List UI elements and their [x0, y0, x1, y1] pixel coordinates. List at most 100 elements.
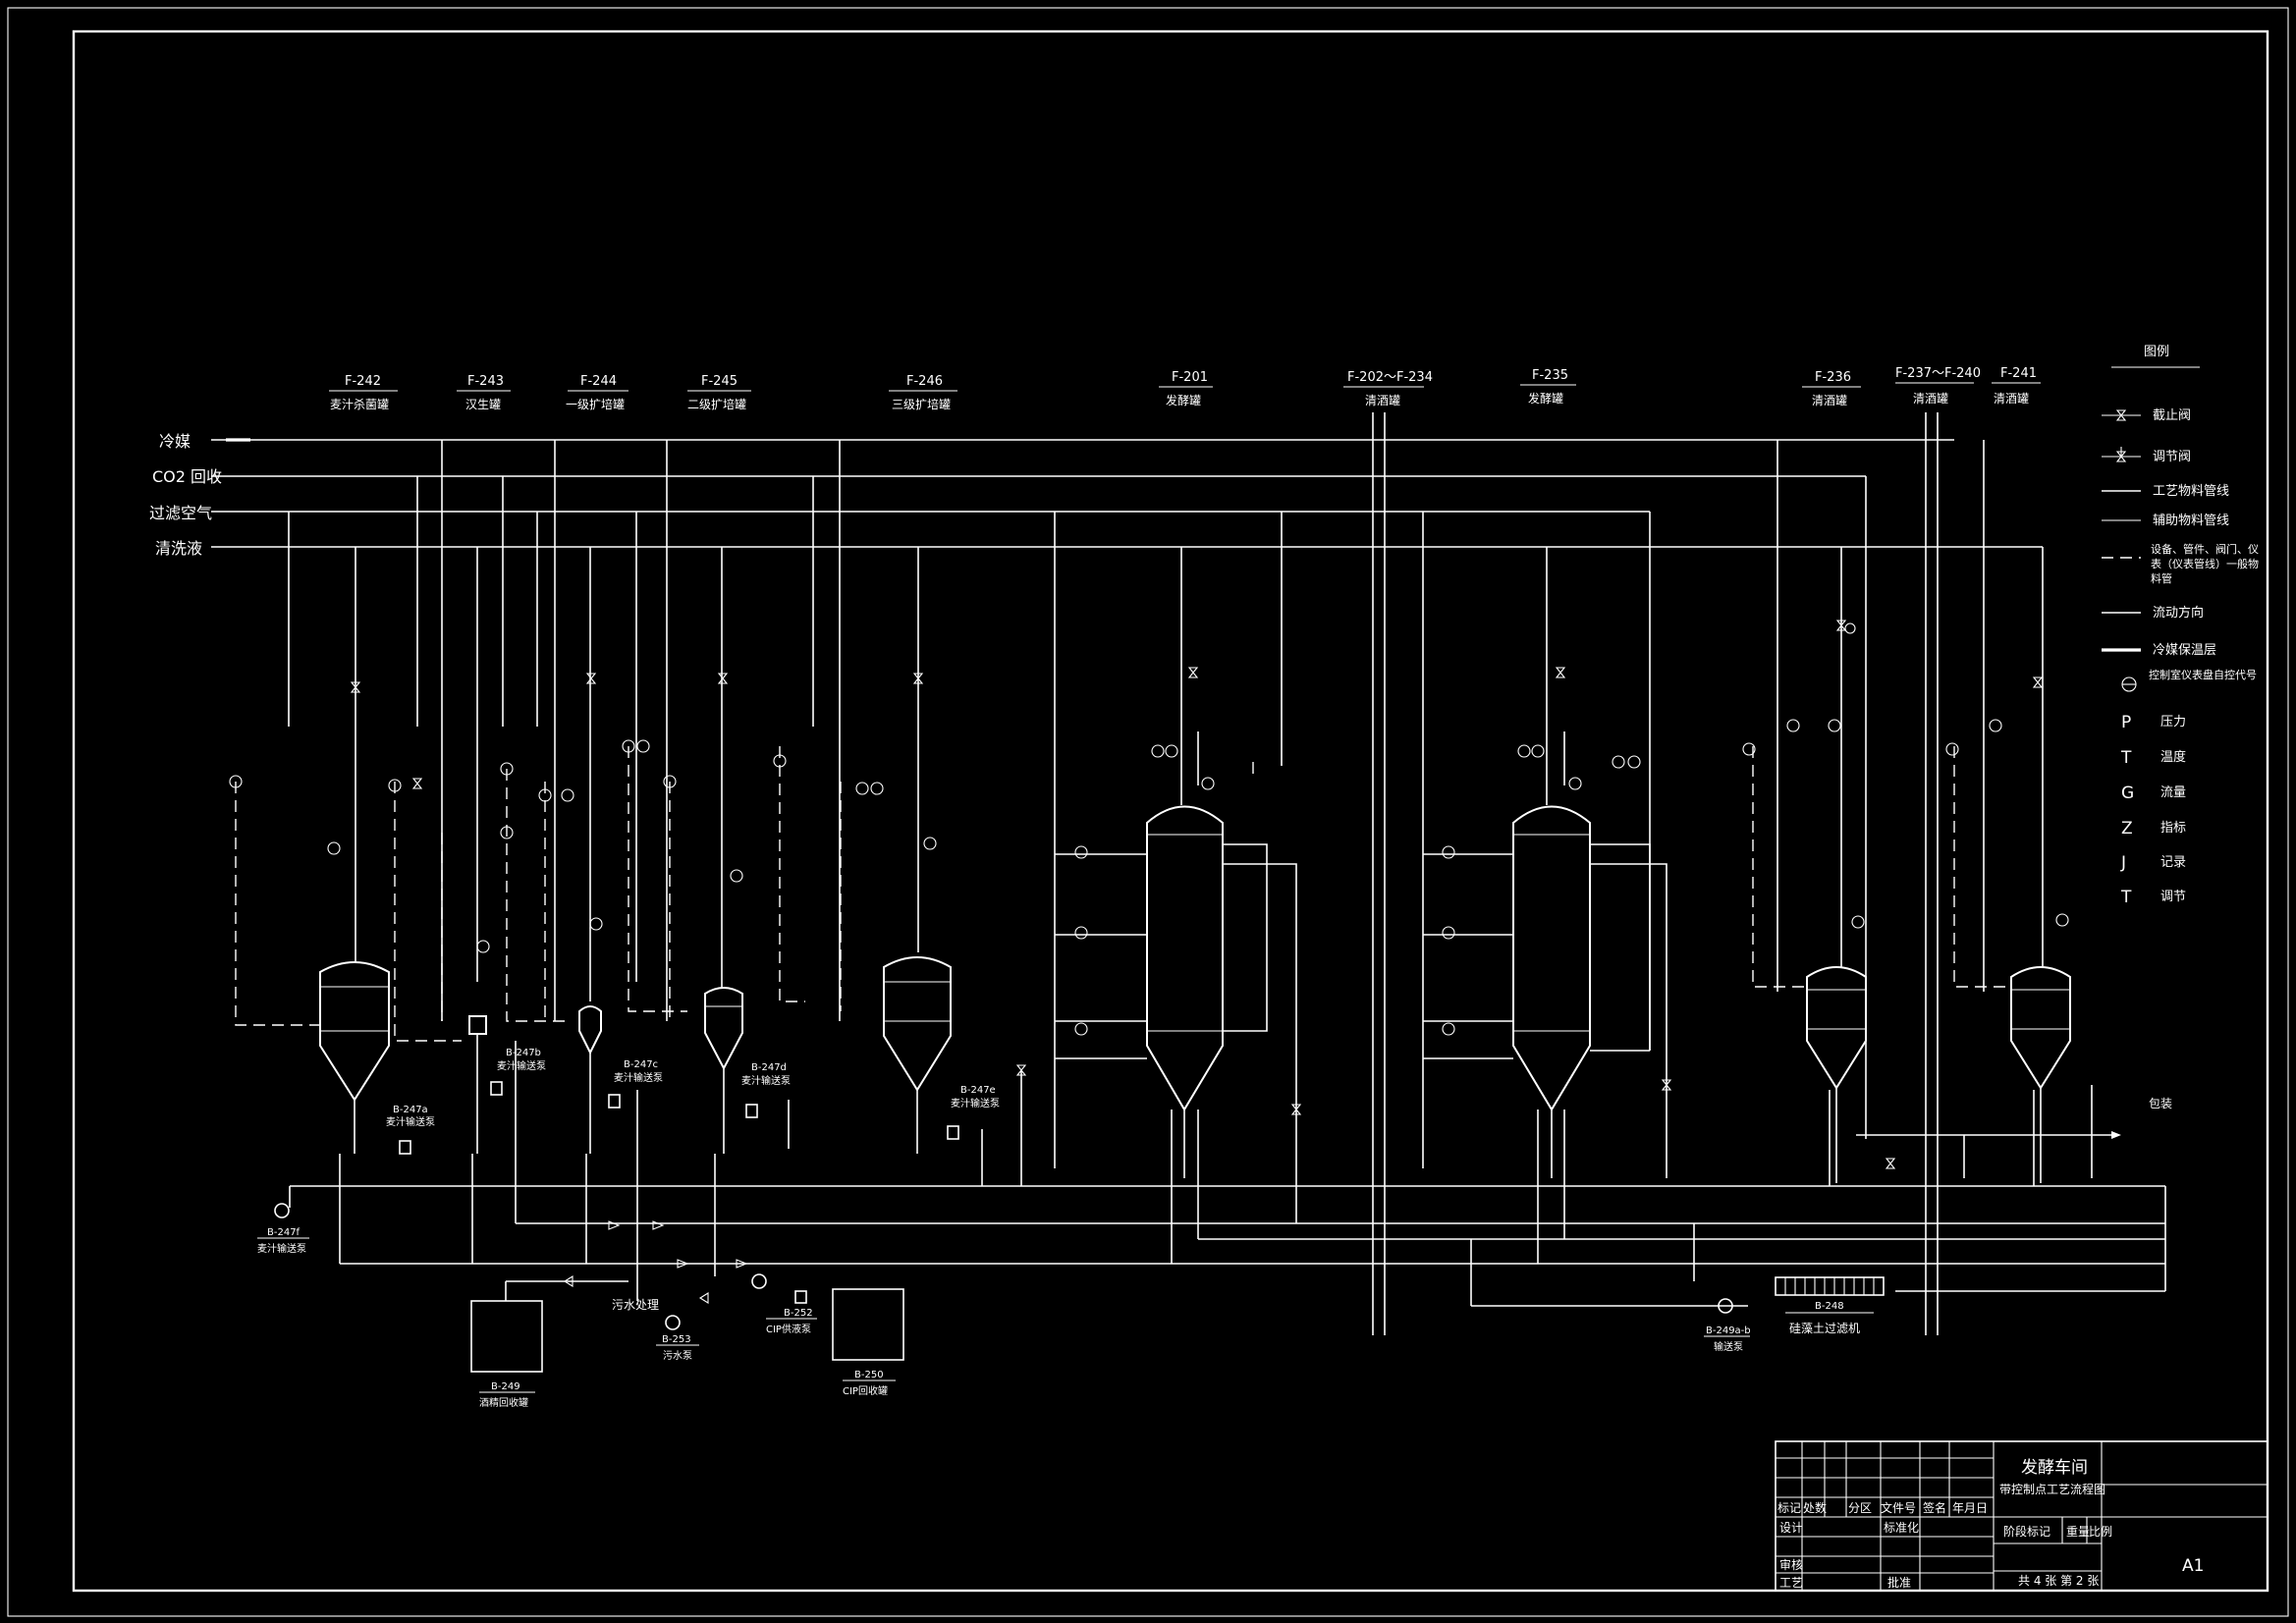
pumps: B-247f 麦汁输送泵 B-247a 麦汁输送泵 B-247b 麦汁输送泵 B… — [257, 1048, 1751, 1362]
title-block: 发酵车间 带控制点工艺流程图 标记 处数 分区 文件号 签名 年月日 设计 标准… — [1775, 1440, 2269, 1592]
tank-name: 酒精回收罐 — [479, 1396, 528, 1409]
tb-stage: 阶段标记 — [2003, 1524, 2050, 1539]
tb-approve: 批准 — [1887, 1575, 1911, 1590]
equipment-tag: F-245 — [701, 374, 738, 389]
title-line2: 带控制点工艺流程图 — [1999, 1482, 2105, 1496]
header-manifolds — [1372, 412, 1939, 1335]
legend-letter: P — [2121, 713, 2131, 732]
equipment-tag: F-246 — [906, 374, 943, 389]
utility-label: 过滤空气 — [149, 504, 212, 522]
equipment-name: 清酒罐 — [1913, 392, 1948, 406]
equipment-name: 二级扩培罐 — [687, 397, 746, 411]
equipment-name: 清酒罐 — [1365, 394, 1400, 407]
pump-b247f — [274, 1203, 290, 1218]
equipment-name: 发酵罐 — [1166, 393, 1201, 407]
title-line1: 发酵车间 — [2021, 1458, 2088, 1478]
pump-tag: B-252 — [784, 1308, 813, 1319]
pump-name: 麦汁输送泵 — [497, 1059, 546, 1072]
pump-name: 麦汁输送泵 — [614, 1071, 663, 1084]
pump-name: 麦汁输送泵 — [741, 1074, 791, 1087]
instruments — [229, 622, 2069, 1036]
equipment-name: 麦汁杀菌罐 — [330, 397, 389, 411]
pump-b247e — [947, 1125, 959, 1140]
tb-weight: 重量 — [2066, 1525, 2090, 1539]
legend-label: 控制室仪表盘自控代号 — [2149, 669, 2257, 681]
equipment-tag: F-235 — [1532, 368, 1568, 383]
equipment-tag: F-243 — [467, 374, 504, 389]
tb-header: 年月日 — [1952, 1501, 1988, 1515]
pump-b247c — [608, 1094, 621, 1109]
pump-tag: B-247e — [960, 1085, 996, 1096]
tb-scale: 比例 — [2089, 1525, 2112, 1539]
equipment-tag: F-242 — [345, 374, 381, 389]
drawing-frame — [72, 29, 2269, 1593]
equipment-name: 三级扩培罐 — [892, 397, 951, 411]
valves — [350, 620, 2044, 1304]
utility-label: CO2 回收 — [152, 467, 222, 486]
tanks: B-249 酒精回收罐 B-250 CIP回收罐 B-248 硅藻土过滤机 — [470, 1276, 1885, 1409]
legend-label: 辅助物料管线 — [2153, 514, 2229, 528]
tb-sheets: 共 4 张 第 2 张 — [2018, 1574, 2099, 1588]
vessel-f201 — [1146, 805, 1224, 1111]
pump-tag: B-247c — [624, 1059, 658, 1070]
vessel-f246 — [883, 956, 952, 1092]
tank-tag: B-249 — [491, 1381, 520, 1392]
pump-b249ab — [1718, 1298, 1733, 1314]
filter-b248 — [1775, 1276, 1885, 1296]
legend-letter: G — [2121, 784, 2134, 803]
pump-tag: B-247a — [393, 1105, 428, 1115]
vessel-f235 — [1512, 805, 1591, 1111]
legend-letter: J — [2120, 853, 2126, 873]
equipment-name: 一级扩培罐 — [566, 397, 625, 411]
vessel-f241 — [2010, 966, 2071, 1090]
pump-name: 麦汁输送泵 — [951, 1097, 1000, 1109]
vessels — [319, 805, 2071, 1183]
equipment-tag: F-244 — [580, 374, 617, 389]
pump-tag: B-247d — [751, 1062, 787, 1073]
bottom-headers: 包装 — [290, 1085, 2172, 1307]
pump-b247b — [490, 1081, 503, 1096]
tb-header: 文件号 — [1881, 1500, 1916, 1515]
tank-b250 — [832, 1288, 904, 1361]
pump-tag: B-249a-b — [1706, 1325, 1751, 1336]
tb-row: 审核 — [1779, 1557, 1803, 1572]
filter-name: 硅藻土过滤机 — [1789, 1322, 1860, 1335]
sheet-size: A1 — [2182, 1556, 2204, 1576]
equipment-name: 汉生罐 — [465, 398, 501, 411]
legend-title: 图例 — [2144, 345, 2169, 359]
utility-label: 清洗液 — [155, 539, 202, 558]
legend-label: 指标 — [2160, 821, 2186, 836]
equipment-tag: F-201 — [1172, 370, 1208, 385]
pump-name: CIP供液泵 — [766, 1323, 811, 1335]
legend-label: 冷媒保温层 — [2153, 643, 2216, 658]
utility-lines: 冷媒 CO2 回收 过滤空气 清洗液 — [149, 432, 2043, 558]
utility-label: 冷媒 — [159, 432, 191, 451]
filter-tag: B-248 — [1815, 1301, 1844, 1312]
fermenter-piping — [1055, 731, 1667, 1198]
equipment-name: 清酒罐 — [1812, 394, 1847, 407]
pump-tag: B-247b — [506, 1048, 541, 1058]
equipment-name: 清酒罐 — [1994, 392, 2029, 406]
equipment-tag: F-237～F-240 — [1895, 366, 1981, 381]
pump-b253 — [665, 1315, 681, 1330]
vessel-f236 — [1806, 966, 1867, 1090]
tb-header: 标记 — [1777, 1501, 1801, 1515]
legend-label: 温度 — [2160, 749, 2186, 765]
tank-tag: B-250 — [854, 1370, 884, 1380]
tb-header: 处数 — [1803, 1500, 1827, 1515]
pump-name: 麦汁输送泵 — [386, 1115, 435, 1128]
legend-label: 流量 — [2160, 785, 2186, 800]
legend-label: 调节 — [2160, 890, 2186, 904]
tank-b249 — [470, 1300, 543, 1373]
outer-border — [7, 7, 2289, 1617]
pump-b252 — [751, 1273, 767, 1289]
pump-b247d — [745, 1104, 758, 1118]
pump-tag: B-253 — [662, 1334, 691, 1345]
equipment-tag: F-241 — [2000, 366, 2037, 381]
legend: 图例 截止阀 调节阀 工艺物料管线 辅助物料管线 设备、管件、阀门、仪表（仪表管… — [2102, 345, 2259, 907]
legend-label: 流动方向 — [2153, 605, 2204, 621]
legend-label: 设备、管件、阀门、仪表（仪表管线）一般物料管 — [2151, 543, 2259, 585]
legend-letter: Z — [2121, 819, 2133, 839]
pump-name: 输送泵 — [1714, 1340, 1743, 1353]
